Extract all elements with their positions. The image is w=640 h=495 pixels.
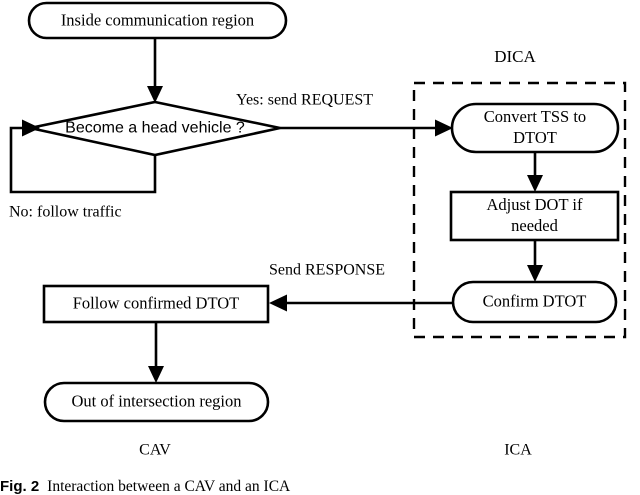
node-convert-tss-to-dtot-label-line2: DTOT: [513, 128, 557, 147]
node-follow-confirmed-dtot-label: Follow confirmed DTOT: [73, 293, 240, 312]
node-convert-tss-to-dtot-label-line1: Convert TSS to: [484, 107, 586, 126]
arrowhead-no-loop-to-decision: [22, 119, 40, 137]
node-out-of-intersection-region: [43, 381, 270, 423]
lane-label-ica: ICA: [504, 442, 532, 459]
figure-caption: Fig. 2 Interaction between a CAV and an I…: [0, 478, 640, 495]
arrowhead-yes-to-convert: [435, 119, 453, 137]
node-confirm-dtot-label: Confirm DTOT: [483, 291, 587, 310]
node-follow-confirmed-dtot: [42, 284, 270, 324]
edge-label-no-follow-traffic: No: follow traffic: [9, 204, 122, 221]
figure-caption-label: Fig. 2: [0, 478, 40, 495]
dica-group-label: DICA: [494, 47, 536, 66]
node-adjust-dot-if-needed-label-line1: Adjust DOT if: [487, 195, 583, 214]
arrowhead-adjust-to-confirm: [527, 265, 543, 282]
arrowhead-convert-to-adjust: [527, 175, 543, 192]
lane-label-cav: CAV: [139, 442, 171, 459]
edge-no-follow-traffic-loop: [9, 126, 157, 194]
edge-label-send-response: Send RESPONSE: [269, 262, 385, 279]
node-inside-communication-region: [27, 1, 288, 40]
arrowhead-follow-to-out: [148, 366, 164, 383]
node-out-of-intersection-region-label: Out of intersection region: [72, 391, 242, 410]
arrowhead-start-to-decision: [147, 86, 163, 103]
edge-label-yes-send-request: Yes: send REQUEST: [236, 92, 373, 109]
node-inside-communication-region-label: Inside communication region: [61, 10, 254, 29]
node-become-head-vehicle-label: Become a head vehicle ?: [65, 120, 245, 137]
node-adjust-dot-if-needed-label-line2: needed: [511, 216, 558, 235]
dica-group-boundary: [412, 81, 627, 339]
figure-caption-text: Interaction between a CAV and an ICA: [47, 478, 291, 495]
node-adjust-dot-if-needed: [449, 190, 620, 242]
arrowhead-confirm-to-follow: [269, 294, 287, 312]
